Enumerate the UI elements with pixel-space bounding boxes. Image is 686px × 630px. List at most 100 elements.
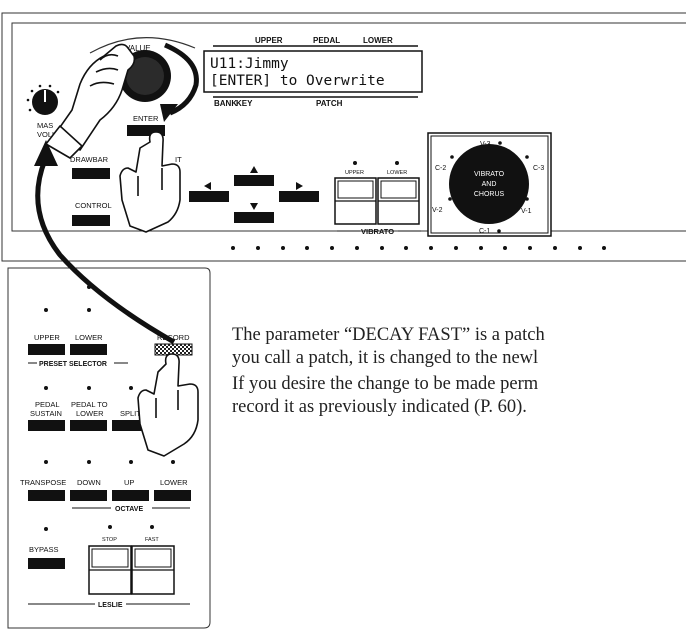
- position-c3: C-3: [533, 165, 544, 172]
- display-footer-bank: BANK: [214, 99, 237, 108]
- description-paragraph-1: The parameter “DECAY FAST” is a patch yo…: [232, 324, 686, 370]
- pedal-row: PEDAL SUSTAIN PEDAL TO LOWER SPLIT: [28, 386, 149, 431]
- cursor-keys: [189, 166, 319, 223]
- record-to-enter-arrow: [35, 159, 176, 345]
- bypass-label: BYPASS: [29, 545, 58, 554]
- edit-label: IT: [175, 155, 182, 164]
- master-volume-label-2: VOLU: [37, 130, 57, 139]
- pedal-to-lower-label-1: PEDAL TO: [71, 400, 108, 409]
- display-footer-patch: PATCH: [316, 99, 343, 108]
- leslie-fast-label: FAST: [145, 537, 159, 543]
- position-v3: V-3: [480, 141, 491, 148]
- hand-pressing-enter-icon: [119, 131, 181, 233]
- indicator-dot-row: [231, 246, 606, 250]
- transpose-row: TRANSPOSE DOWN UP LOWER OCTAVE: [20, 460, 191, 513]
- enter-label: ENTER: [133, 114, 159, 123]
- display-header-lower: LOWER: [363, 36, 393, 45]
- hand-turning-knob-icon: [45, 43, 136, 159]
- vibrato-section-label: VIBRATO: [361, 227, 394, 236]
- pedal-to-lower-button[interactable]: [70, 420, 107, 431]
- pedal-sustain-label-1: PEDAL: [35, 400, 60, 409]
- vibrato-knob-label-2: AND: [482, 181, 497, 188]
- bypass-button[interactable]: [28, 558, 65, 569]
- octave-down-button[interactable]: [70, 490, 107, 501]
- split-label: SPLIT: [120, 409, 141, 418]
- value-knob-rotate-arrow: [163, 42, 199, 116]
- value-label: VALUE: [125, 44, 151, 53]
- drawbar-button[interactable]: [72, 168, 110, 179]
- octave-lower-label: LOWER: [160, 478, 188, 487]
- vibrato-knob-label-3: CHORUS: [474, 191, 505, 198]
- top-panel-outline: [1, 12, 686, 262]
- right-arrow-icon: [296, 182, 303, 190]
- preset-row: UPPER LOWER PRESET SELECTOR RECORD: [28, 285, 193, 368]
- display-line-2: [ENTER] to Overwrite: [210, 73, 385, 89]
- description-paragraph-2: If you desire the change to be made perm…: [232, 373, 686, 419]
- rotate-arrow-head-icon: [160, 104, 178, 122]
- transpose-button[interactable]: [28, 490, 65, 501]
- display-footer-key: KEY: [236, 99, 253, 108]
- split-button[interactable]: [112, 420, 149, 431]
- octave-lower-button[interactable]: [154, 490, 191, 501]
- arrow-head-icon: [34, 140, 58, 166]
- master-volume-label: MAS: [37, 121, 53, 130]
- display-header-upper: UPPER: [255, 36, 283, 45]
- hand-pressing-record-icon: [137, 353, 199, 457]
- pedal-to-lower-label-2: LOWER: [76, 409, 104, 418]
- preset-selector-label: PRESET SELECTOR: [39, 361, 107, 368]
- record-label: RECORD: [157, 333, 190, 342]
- cursor-down-button[interactable]: [234, 212, 274, 223]
- enter-button[interactable]: [127, 125, 165, 136]
- leslie-stop-label: STOP: [102, 537, 117, 543]
- up-arrow-icon: [250, 166, 258, 173]
- value-knob-housing: [89, 37, 196, 54]
- preset-lower-label: LOWER: [75, 333, 103, 342]
- display-header-pedal: PEDAL: [313, 36, 340, 45]
- value-knob-cap: [126, 57, 164, 95]
- description-text: The parameter “DECAY FAST” is a patch yo…: [232, 324, 686, 422]
- vibrato-section: UPPER LOWER VIBRATO: [334, 161, 421, 236]
- cursor-up-button[interactable]: [234, 175, 274, 186]
- vibrato-lower-label: LOWER: [387, 170, 407, 176]
- leslie-fast-button[interactable]: [131, 545, 175, 595]
- control-label: CONTROL: [75, 201, 112, 210]
- vibrato-lower-button[interactable]: [377, 177, 420, 225]
- leslie-stop-button[interactable]: [88, 545, 132, 595]
- pedal-sustain-button[interactable]: [28, 420, 65, 431]
- lcd-display: UPPER PEDAL LOWER U11:Jimmy [ENTER] to O…: [203, 36, 423, 108]
- position-c1: C-1: [479, 228, 490, 235]
- description-line: The parameter “DECAY FAST” is a patch: [232, 325, 545, 345]
- vibrato-upper-label: UPPER: [345, 170, 364, 176]
- octave-up-button[interactable]: [112, 490, 149, 501]
- display-line-1: U11:Jimmy: [210, 56, 289, 72]
- transpose-label: TRANSPOSE: [20, 478, 66, 487]
- vibrato-chorus-knob[interactable]: [449, 144, 529, 224]
- position-v2: V-2: [432, 207, 443, 214]
- octave-down-label: DOWN: [77, 478, 101, 487]
- preset-upper-button[interactable]: [28, 344, 65, 355]
- position-c2: C-2: [435, 165, 446, 172]
- vibrato-knob-label-1: VIBRATO: [474, 171, 505, 178]
- preset-upper-label: UPPER: [34, 333, 60, 342]
- vibrato-upper-button[interactable]: [334, 177, 377, 225]
- position-v1: V-1: [521, 208, 532, 215]
- leslie-label: LESLIE: [98, 602, 123, 609]
- octave-label: OCTAVE: [115, 506, 143, 513]
- control-button[interactable]: [72, 215, 110, 226]
- master-volume-scale: [26, 84, 60, 112]
- description-line: you call a patch, it is changed to the n…: [232, 348, 539, 368]
- vibrato-chorus-selector: VIBRATO AND CHORUS V-3 C-3 V-1 C-1 V-2 C…: [427, 132, 552, 237]
- left-arrow-icon: [204, 182, 211, 190]
- octave-up-label: UP: [124, 478, 134, 487]
- pedal-sustain-label-2: SUSTAIN: [30, 409, 62, 418]
- description-line: record it as previously indicated (P. 60…: [232, 397, 527, 417]
- cursor-left-button[interactable]: [189, 191, 229, 202]
- preset-lower-button[interactable]: [70, 344, 107, 355]
- drawbar-label: DRAWBAR: [70, 155, 109, 164]
- cursor-right-button[interactable]: [279, 191, 319, 202]
- down-arrow-icon: [250, 203, 258, 210]
- bottom-panel-outline: [7, 267, 211, 629]
- leslie-row: BYPASS STOP FAST LESLIE: [28, 525, 190, 609]
- description-line: If you desire the change to be made perm: [232, 374, 539, 394]
